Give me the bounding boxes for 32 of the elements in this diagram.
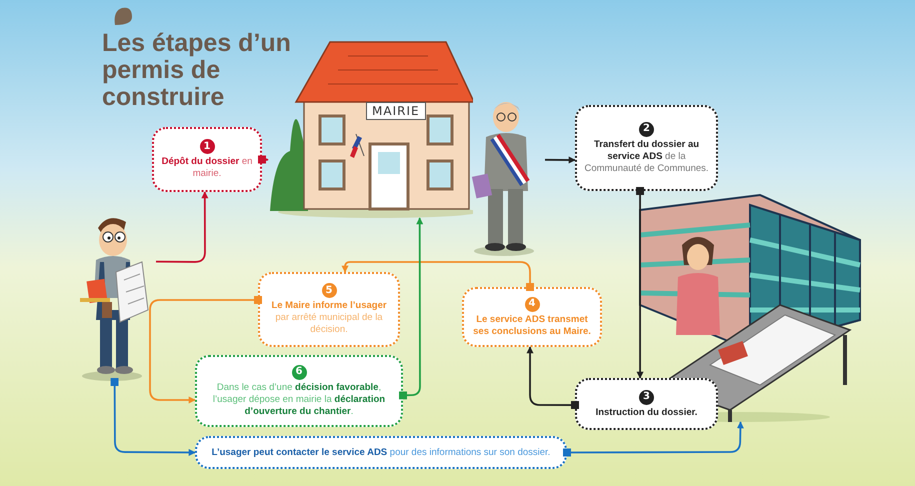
- arrow: [563, 421, 744, 456]
- arrow: [258, 156, 269, 164]
- town-hall-sign: MAIRIE: [366, 102, 426, 120]
- step-number: 4: [524, 296, 540, 312]
- step-box: [258, 272, 400, 347]
- arrow: [545, 156, 576, 164]
- step-number: 5: [322, 283, 336, 298]
- step-box: [152, 127, 262, 192]
- arrow: [526, 346, 579, 410]
- step-number: 1: [200, 139, 214, 154]
- step-description: Transfert du dossier au service ADS de la Communauté de Communes.: [583, 138, 710, 174]
- step-number: 3: [639, 390, 654, 404]
- step-box: [575, 105, 718, 191]
- step-box: [195, 436, 567, 469]
- step-description: Dans le cas d’une décision favorable, l’usager dépose en mairie la déclaration d’ouverture du chantier.: [212, 382, 386, 418]
- arrow: [636, 187, 644, 379]
- step-description: Dépôt du dossier en mairie.: [160, 156, 254, 180]
- step-description: Le Maire informe l’usager par arrêté municipal de la décision.: [270, 300, 388, 336]
- step-box: [462, 287, 602, 347]
- step-box: [575, 378, 718, 430]
- step-description: Instruction du dossier.: [596, 406, 698, 418]
- step-description: L’usager peut contacter le service ADS pour des informations sur son dossier.: [212, 446, 550, 458]
- step-description: Le service ADS transmet ses conclusions au Maire.: [472, 314, 592, 338]
- arrow: [399, 217, 424, 400]
- step-number: 6: [292, 364, 306, 380]
- arrow: [156, 191, 208, 263]
- step-number: 2: [639, 122, 654, 136]
- arrow: [149, 296, 262, 404]
- arrow: [110, 378, 196, 456]
- diagram-title: Les étapes d’un permis de construire: [102, 30, 292, 111]
- step-box: [195, 355, 403, 427]
- arrow: [342, 261, 534, 291]
